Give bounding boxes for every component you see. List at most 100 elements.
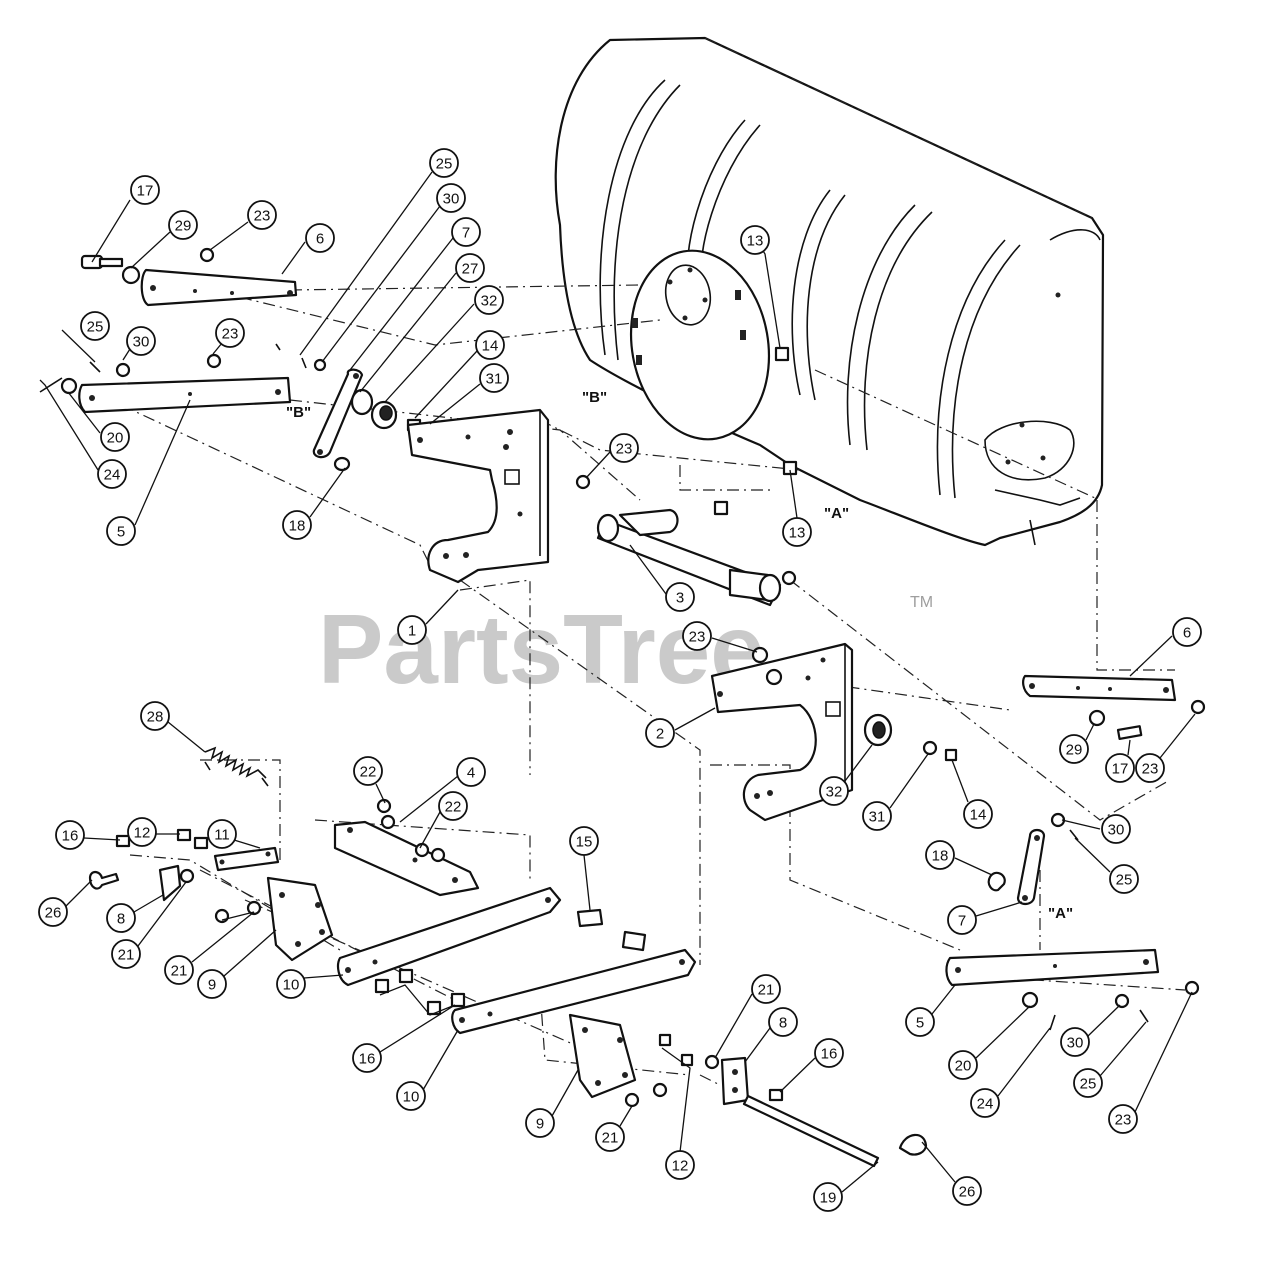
callout-part-25[interactable]: 25 <box>80 311 110 341</box>
callout-part-16[interactable]: 16 <box>352 1043 382 1073</box>
callout-part-23[interactable]: 23 <box>609 433 639 463</box>
callout-number: 8 <box>779 1015 787 1032</box>
callout-part-21[interactable]: 21 <box>751 974 781 1004</box>
callout-part-23[interactable]: 23 <box>215 318 245 348</box>
callout-part-10[interactable]: 10 <box>396 1081 426 1111</box>
callout-part-17[interactable]: 17 <box>1105 753 1135 783</box>
callout-part-25[interactable]: 25 <box>1109 864 1139 894</box>
strap-6-right <box>1022 674 1206 740</box>
callout-number: 11 <box>214 827 230 844</box>
callout-circle <box>305 223 335 253</box>
callout-part-32[interactable]: 32 <box>474 285 504 315</box>
callout-circle <box>353 756 383 786</box>
callout-circle <box>1135 753 1165 783</box>
callout-circle <box>396 1081 426 1111</box>
callout-part-23[interactable]: 23 <box>1108 1104 1138 1134</box>
callout-part-8[interactable]: 8 <box>106 903 136 933</box>
callout-part-6[interactable]: 6 <box>305 223 335 253</box>
callout-part-5[interactable]: 5 <box>106 516 136 546</box>
callout-part-18[interactable]: 18 <box>282 510 312 540</box>
callout-part-23[interactable]: 23 <box>682 621 712 651</box>
callout-part-30[interactable]: 30 <box>1101 814 1131 844</box>
callout-circle <box>282 510 312 540</box>
callout-part-21[interactable]: 21 <box>164 955 194 985</box>
callout-part-32[interactable]: 32 <box>819 776 849 806</box>
callout-number: 16 <box>821 1046 838 1063</box>
callout-part-14[interactable]: 14 <box>475 330 505 360</box>
callout-part-23[interactable]: 23 <box>1135 753 1165 783</box>
callout-part-1[interactable]: 1 <box>397 615 427 645</box>
callout-part-26[interactable]: 26 <box>38 897 68 927</box>
callout-part-18[interactable]: 18 <box>925 840 955 870</box>
callout-part-24[interactable]: 24 <box>97 459 127 489</box>
callout-part-5[interactable]: 5 <box>905 1007 935 1037</box>
callout-part-3[interactable]: 3 <box>665 582 695 612</box>
callout-part-7[interactable]: 7 <box>947 905 977 935</box>
callout-part-13[interactable]: 13 <box>740 225 770 255</box>
leader-line-4 <box>399 775 459 823</box>
callout-number: 2 <box>656 726 664 743</box>
callout-part-25[interactable]: 25 <box>1073 1068 1103 1098</box>
leader-line-27 <box>359 272 457 393</box>
callout-part-22[interactable]: 22 <box>353 756 383 786</box>
callout-number: 32 <box>826 784 843 801</box>
leader-line-23 <box>1134 991 1193 1113</box>
callout-part-16[interactable]: 16 <box>55 820 85 850</box>
leader-line-31 <box>889 753 929 809</box>
callout-part-25[interactable]: 25 <box>429 148 459 178</box>
leader-line-6 <box>281 241 306 275</box>
callout-circle <box>451 217 481 247</box>
callout-part-30[interactable]: 30 <box>1060 1027 1090 1057</box>
callout-part-6[interactable]: 6 <box>1172 617 1202 647</box>
callout-part-9[interactable]: 9 <box>525 1108 555 1138</box>
leader-line-31 <box>429 383 481 425</box>
callout-part-15[interactable]: 15 <box>569 826 599 856</box>
callout-part-31[interactable]: 31 <box>479 363 509 393</box>
leader-line-21 <box>619 1105 633 1127</box>
callout-part-31[interactable]: 31 <box>862 801 892 831</box>
leader-line-11 <box>233 839 261 849</box>
callout-part-14[interactable]: 14 <box>963 799 993 829</box>
callout-part-13[interactable]: 13 <box>782 517 812 547</box>
callout-part-19[interactable]: 19 <box>813 1182 843 1212</box>
callout-part-20[interactable]: 20 <box>948 1050 978 1080</box>
callout-part-17[interactable]: 17 <box>130 175 160 205</box>
callout-part-4[interactable]: 4 <box>456 757 486 787</box>
bracket-1 <box>406 408 550 584</box>
leader-line-29 <box>130 231 171 269</box>
callout-part-8[interactable]: 8 <box>768 1007 798 1037</box>
callout-part-16[interactable]: 16 <box>814 1038 844 1068</box>
reference-b-upper-strap: "B" <box>286 404 311 421</box>
callout-part-23[interactable]: 23 <box>247 200 277 230</box>
callout-part-30[interactable]: 30 <box>436 183 466 213</box>
callout-number: 10 <box>283 977 300 994</box>
callout-part-9[interactable]: 9 <box>197 969 227 999</box>
callout-part-21[interactable]: 21 <box>111 939 141 969</box>
callout-part-29[interactable]: 29 <box>1059 734 1089 764</box>
callout-part-26[interactable]: 26 <box>952 1176 982 1206</box>
callout-part-10[interactable]: 10 <box>276 969 306 999</box>
callout-part-30[interactable]: 30 <box>126 326 156 356</box>
callout-part-21[interactable]: 21 <box>595 1122 625 1152</box>
callout-part-2[interactable]: 2 <box>645 718 675 748</box>
callout-circle <box>569 826 599 856</box>
callout-part-22[interactable]: 22 <box>438 791 468 821</box>
callout-part-20[interactable]: 20 <box>100 422 130 452</box>
callout-part-11[interactable]: 11 <box>207 819 237 849</box>
leader-line-5 <box>931 984 956 1015</box>
rail-10-lower <box>451 948 697 1035</box>
leader-line-15 <box>583 854 591 911</box>
callout-number: 26 <box>45 905 62 922</box>
callout-part-12[interactable]: 12 <box>665 1150 695 1180</box>
callout-part-24[interactable]: 24 <box>970 1088 1000 1118</box>
callout-part-27[interactable]: 27 <box>455 253 485 283</box>
leader-line-1 <box>425 589 459 625</box>
callout-part-28[interactable]: 28 <box>140 701 170 731</box>
callout-part-7[interactable]: 7 <box>451 217 481 247</box>
callout-part-29[interactable]: 29 <box>168 210 198 240</box>
callout-part-12[interactable]: 12 <box>127 817 157 847</box>
leader-line-2 <box>674 707 716 731</box>
callout-number: 20 <box>107 430 124 447</box>
bracket-2 <box>710 642 854 822</box>
callout-number: 25 <box>1116 872 1133 889</box>
